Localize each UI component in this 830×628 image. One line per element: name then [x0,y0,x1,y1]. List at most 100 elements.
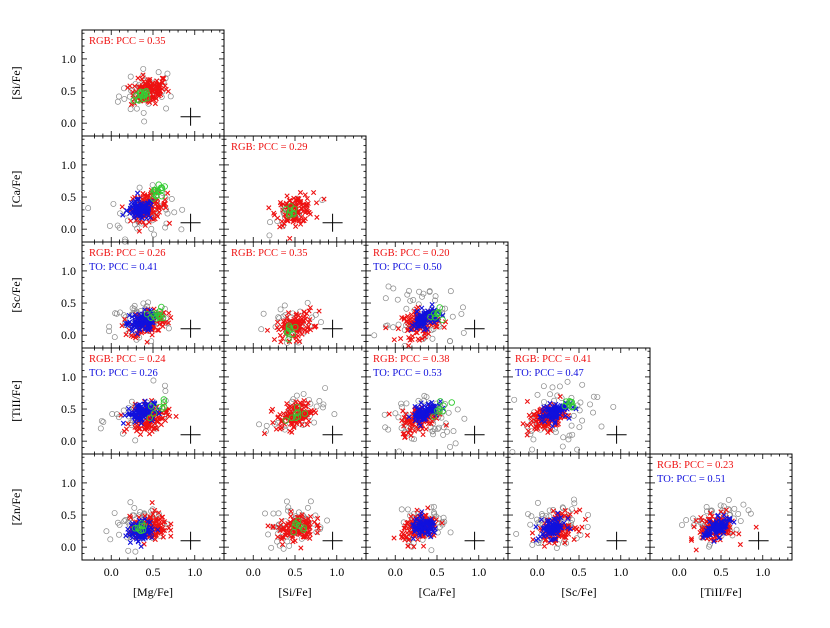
panel-r1-c1-rgb-point [297,189,304,196]
panel-r3-c0-ytick-label: 0.5 [61,402,76,416]
panel-r3-c3-green-point [561,402,569,410]
panel-r1-c1-rgb-point [310,189,317,196]
panel-r2-c1-rgb-pcc: RGB: PCC = 0.35 [231,248,308,259]
panel-r3-c1-rgb-point [289,422,295,428]
panel-r3-c3-other-point [511,396,518,403]
panel-r4-c2-other-point [398,506,405,513]
panel-r1-c1-rgb-point [305,209,312,216]
panel-r2-c0-other-point [106,328,113,335]
panel-r0-c0-other-point [155,69,162,76]
panel-r2-c0-to-point [135,321,141,327]
panel-r3-c0-green-point [160,403,168,411]
panel-r4-c3-rgb-point [582,516,589,523]
panel-r3-c3-to-point [541,407,547,413]
panel-r0-c0-rgb-point [156,90,162,96]
panel-r3-c2-other-point [440,432,447,438]
panel-r2-c1-rgb-point [300,326,307,332]
panel-r2-c1-other-point [281,302,288,309]
panel-r4-c0-other-point [125,547,132,554]
panel-r2-c0-rgb-point [122,316,128,322]
panel-r2-c0-to-pcc: TO: PCC = 0.41 [89,262,158,273]
panel-r3-c0-rgb-point [141,426,147,432]
panel-r3-c3-other-point [569,431,576,438]
panel-r3-c2-other-point [403,400,410,407]
panel-r3-c1-rgb-point [284,401,290,407]
panel-r4-c3-other-point [527,521,534,528]
panel-r4-c2-rgb-point [391,535,397,541]
panel-r3-c0-green-point [150,410,158,417]
panel-r3-c0-to-point [142,398,148,404]
panel-r2-c1-rgb-point [306,319,312,325]
panel-r3-c0-to-point [138,412,144,418]
panel-r3-c2-other-point [398,404,405,411]
panel-r2-c2-rgb-point [407,337,413,343]
panel-r3-c0-other-point [162,397,169,404]
panel-r2-c1-rgb-point [290,333,296,339]
panel-r3-c2-to-point [406,414,412,420]
panel-r0-c0-other-point [121,96,128,102]
panel-r1-c0-rgb-point [140,190,146,197]
panel-r1-c1-rgb-point [293,223,299,229]
panel-r2-c2-other-point [426,288,433,295]
panel-r2-c2-other-point [419,293,426,300]
panel-r2-c2-other-point [401,342,408,349]
panel-r2-c1-rgb-point [300,318,306,324]
panel-r4-c1-rgb-point [315,515,321,521]
panel-r4-c0-to-point [138,543,144,550]
panel-r1-c0-rgb-point [142,222,148,229]
panel-r4-c1-xtick-label: 1.0 [329,565,344,579]
panel-r3-c3-other-point [509,449,516,455]
panel-r1-c1-green-point [285,212,293,219]
panel-r4-c1-other-point [276,542,283,549]
panel-r1-c0-rgb-point [154,213,161,219]
panel-r4-c3-other-point [513,531,520,537]
panel-r2-c1-other-point [258,326,265,333]
panel-r4-c0-xtick-label: 0.0 [104,565,119,579]
panel-r3-c3-rgb-point [529,418,535,424]
panel-r2-c2-rgb-point [416,337,422,343]
panel-r0-c0-rgb-point [161,75,167,82]
panel-r3-c3-other-point [579,381,586,388]
panel-r4-c0-to-point [125,526,131,532]
panel-r1-c0-to-point [147,214,153,221]
panel-r3-c0-green-point [159,405,166,412]
panel-r1-c0-to-point [143,211,149,218]
panel-r1-c0-to-point [137,206,143,212]
panel-r3-c3-to-point [542,419,548,425]
panel-r4-c0-rgb-point [155,521,161,527]
panel-r0-c0-green-point [136,91,144,98]
panel-r2-c2-to-point [413,325,420,332]
panel-r4-c4-other-point [740,501,747,508]
panel-r2-c2-other-point [432,297,438,304]
panel-r3-c1-rgb-point [299,422,305,428]
panel-r3-c3-other-point [610,403,617,410]
panel-r0-c0-rgb-point [139,76,145,82]
panel-r1-c1-rgb-point [303,202,309,208]
panel-r0-c0-other-point [140,109,147,116]
panel-r3-c1-rgb-point [299,401,305,407]
xlabel-col-3: [Sc/Fe] [561,585,596,599]
panel-r2-c2-other-point [395,321,402,328]
panel-r1-c0-ytick-label: 1.0 [61,158,76,172]
panel-r3-c2-to-point [427,406,433,413]
panel-r4-c4-other-point [679,522,685,528]
panel-r3-c0-to-point [136,405,142,411]
panel-r0-c0-green-point [141,90,148,97]
panel-r3-c2-rgb-point [408,432,414,439]
panel-r4-c2-rgb-point [420,543,427,549]
panel-r1-c0-to-point [140,204,147,210]
panel-r4-c2-xtick-label: 0.5 [430,565,445,579]
xlabel-col-4: [TiII/Fe] [700,585,742,599]
panel-r2-c2-rgb-point [441,324,447,330]
panel-r4-c1-rgb-point [314,530,320,536]
panel-r3-c3-other-point [547,391,553,398]
panel-r2-c2-other-point [420,290,427,297]
panel-r2-c2-other-point [404,291,411,298]
panel-r3-c2-to-point [412,403,418,410]
panel-r1-c0-other-point [164,210,171,217]
panel-r3-c2-other-point [435,425,441,432]
panel-r3-c3-rgb-point [524,432,530,438]
panel-r3-c0-to-point [136,406,142,413]
panel-r4-c0-to-point [149,526,155,532]
panel-r4-c0-rgb-point [156,510,162,516]
